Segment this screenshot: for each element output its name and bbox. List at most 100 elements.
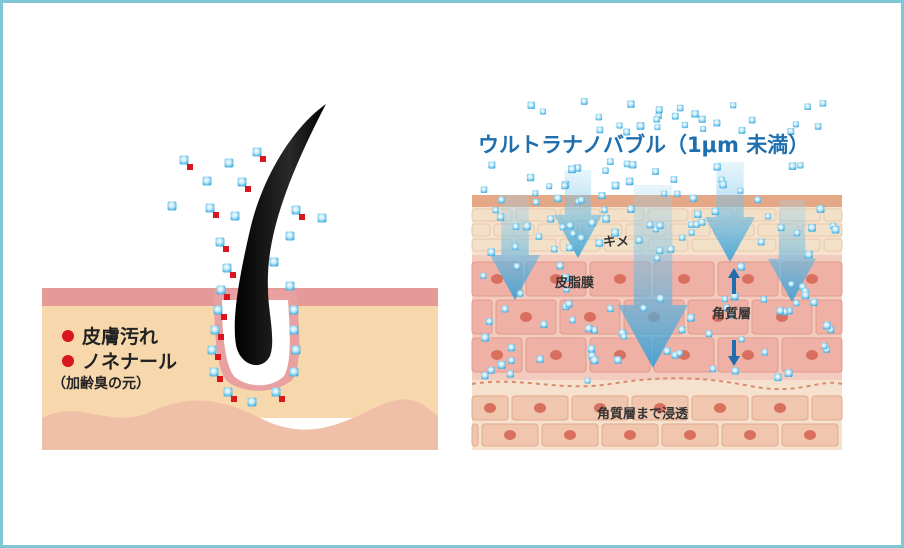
nano-bubble: [596, 126, 604, 134]
nano-bubble: [663, 347, 671, 355]
nano-bubble: [804, 103, 811, 111]
nano-bubble: [635, 236, 643, 244]
cell-nucleus: [678, 274, 690, 284]
nano-bubble: [512, 243, 519, 250]
bubble-particle: [167, 201, 177, 211]
cell-nucleus: [684, 430, 696, 440]
stratum-boundary-line: [471, 377, 843, 390]
nano-bubble: [570, 230, 577, 237]
nano-bubble: [821, 342, 828, 350]
nano-bubble: [563, 286, 570, 293]
dirt-particle: [217, 376, 223, 382]
nano-bubble: [711, 207, 720, 216]
up-arrow-icon: [728, 268, 740, 294]
nano-bubble: [595, 239, 604, 247]
skin-cell: [735, 238, 777, 252]
dirt-particle: [279, 396, 285, 402]
cell-nucleus: [742, 274, 754, 284]
skin-cell: [811, 395, 843, 421]
cell-nucleus: [594, 403, 606, 413]
skin-cell: [471, 299, 493, 335]
dermis-layer: [42, 399, 438, 450]
nano-bubble: [801, 291, 810, 300]
nano-bubble: [546, 183, 553, 190]
nano-bubble: [625, 177, 634, 186]
skin-cell: [815, 299, 843, 335]
nano-bubble: [580, 98, 588, 105]
bubble-particle: [247, 397, 257, 407]
dirt-particle: [218, 334, 224, 340]
nano-bubble: [699, 125, 707, 133]
bubble-particle: [289, 325, 299, 335]
nano-bubble: [691, 110, 699, 118]
label-reach: 角質層まで浸透: [597, 406, 688, 422]
nano-bubble: [787, 127, 795, 135]
legend-nonenal: ノネナール: [82, 351, 177, 373]
bubble-particle: [271, 387, 281, 397]
skin-cell: [471, 423, 479, 447]
nano-bubble: [646, 221, 654, 229]
nano-bubble: [693, 221, 700, 228]
nano-bubble: [754, 196, 762, 204]
nano-bubble: [728, 312, 735, 319]
nano-bubble: [686, 313, 695, 322]
cell-nucleus: [520, 312, 532, 322]
nano-bubble: [784, 369, 793, 377]
nano-bubble: [748, 116, 756, 124]
nano-bubble: [674, 190, 681, 197]
nano-bubble: [561, 182, 568, 190]
nano-bubble: [810, 298, 818, 307]
nano-bubble: [551, 245, 558, 253]
nano-bubble: [819, 99, 827, 107]
nano-bubble: [698, 218, 706, 226]
nano-bubble: [655, 106, 663, 114]
dirt-particle: [213, 212, 219, 218]
label-kime: キメ: [603, 235, 629, 250]
bubble-particle: [223, 387, 233, 397]
bubble-particle: [285, 231, 295, 241]
nano-bubble: [738, 336, 745, 343]
nano-bubble: [760, 296, 768, 303]
nano-bubble: [774, 373, 782, 382]
cell-nucleus: [806, 350, 818, 360]
dirt-particle: [215, 354, 221, 360]
nonenal-bullet-icon: [62, 355, 74, 367]
nano-bubble: [539, 108, 547, 115]
nano-bubble: [601, 206, 608, 214]
nano-bubble: [527, 101, 535, 110]
nano-bubble: [731, 367, 739, 375]
bubble-particle: [215, 237, 225, 247]
cell-nucleus: [491, 274, 503, 284]
nano-bubble: [656, 222, 664, 230]
nano-bubble: [616, 122, 623, 129]
nano-bubble: [628, 160, 637, 169]
nano-bubble: [480, 186, 488, 194]
ultrafine-bubble-title: ウルトラナノバブル（1μm 未満）: [478, 133, 809, 157]
nano-bubble: [526, 173, 535, 182]
nano-bubble: [540, 320, 548, 329]
right-particles: [480, 98, 840, 384]
nano-bubble: [535, 233, 543, 240]
nano-bubble: [661, 190, 668, 197]
nano-bubble: [737, 187, 744, 194]
nano-bubble: [687, 221, 695, 228]
bubble-particle: [216, 285, 226, 295]
nano-bubble: [667, 245, 675, 253]
bubble-particle: [224, 158, 234, 168]
nano-bubble: [492, 206, 499, 214]
hair-strand: [234, 104, 326, 366]
nano-bubble: [554, 194, 562, 203]
nano-bubble: [816, 205, 825, 213]
bubble-particle: [205, 203, 215, 213]
dirt-particle: [299, 214, 305, 220]
nano-bubble: [602, 167, 609, 174]
nano-bubble: [808, 223, 816, 232]
nano-bubble: [559, 224, 566, 231]
nano-bubble: [640, 304, 647, 312]
nano-bubble: [721, 296, 728, 303]
nano-bubble: [757, 238, 765, 246]
cell-nucleus: [714, 403, 726, 413]
bubble-particle: [179, 155, 189, 165]
nano-bubble: [590, 356, 599, 365]
